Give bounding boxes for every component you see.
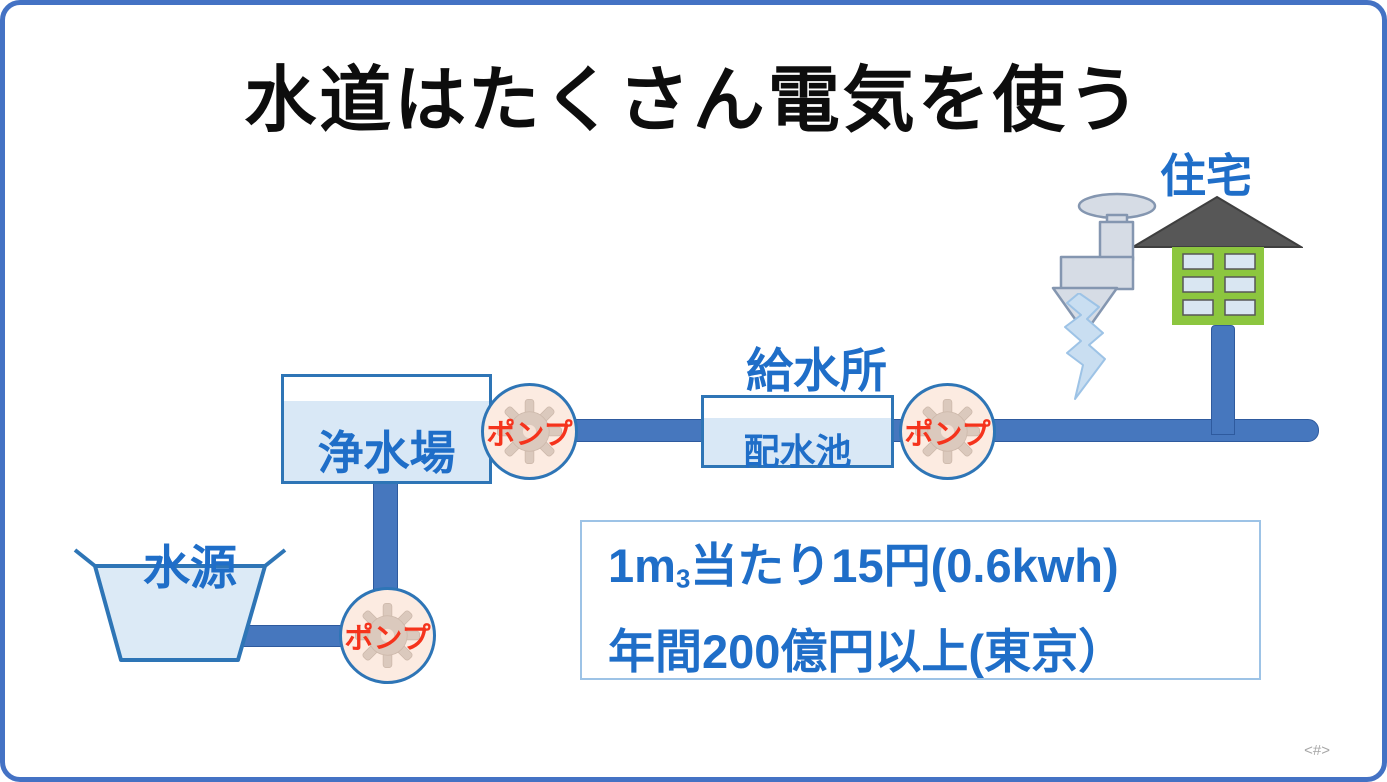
cost-info-box: 1m3当たり15円(0.6kwh) 年間200億円以上(東京） (580, 520, 1261, 680)
house-icon (1129, 195, 1305, 327)
purification-plant-box: 浄水場 (281, 374, 492, 484)
distribution-reservoir-box: 配水池 (701, 395, 894, 472)
gear-icon (915, 399, 980, 464)
pipe-to-house (1211, 325, 1235, 435)
supply-station-label: 給水所 (746, 344, 887, 397)
basin-icon (73, 548, 287, 662)
water-source-label: 水源 (143, 541, 237, 594)
water-source-basin (71, 548, 289, 666)
house-windows (1182, 253, 1256, 316)
cost-line-2: 年間200億円以上(東京） (608, 624, 1126, 678)
purification-plant-label: 浄水場 (317, 427, 456, 479)
gear-icon (355, 603, 420, 668)
pump-label: ポンプ (344, 622, 431, 655)
tank-water-fill (284, 401, 489, 481)
residence-label: 住宅 (1160, 150, 1252, 202)
pump-after-plant: ポンプ (481, 383, 578, 480)
cost-line-1: 1m3当たり15円(0.6kwh) (608, 539, 1119, 594)
pump-label: ポンプ (904, 418, 991, 451)
pump-after-reservoir: ポンプ (899, 383, 996, 480)
water-svg (1064, 292, 1106, 400)
water-stream-icon (1045, 292, 1117, 401)
distribution-reservoir-label: 配水池 (743, 431, 852, 472)
tank-water-fill (704, 418, 891, 465)
gear-icon (497, 399, 562, 464)
slide-title: 水道はたくさん電気を使う (244, 61, 1143, 141)
pump-label: ポンプ (486, 418, 573, 451)
pump-at-source: ポンプ (339, 587, 436, 684)
pipe-plant-to-source-pump (373, 479, 398, 595)
house-svg (1129, 195, 1305, 325)
page-number: <#> (1304, 742, 1330, 759)
